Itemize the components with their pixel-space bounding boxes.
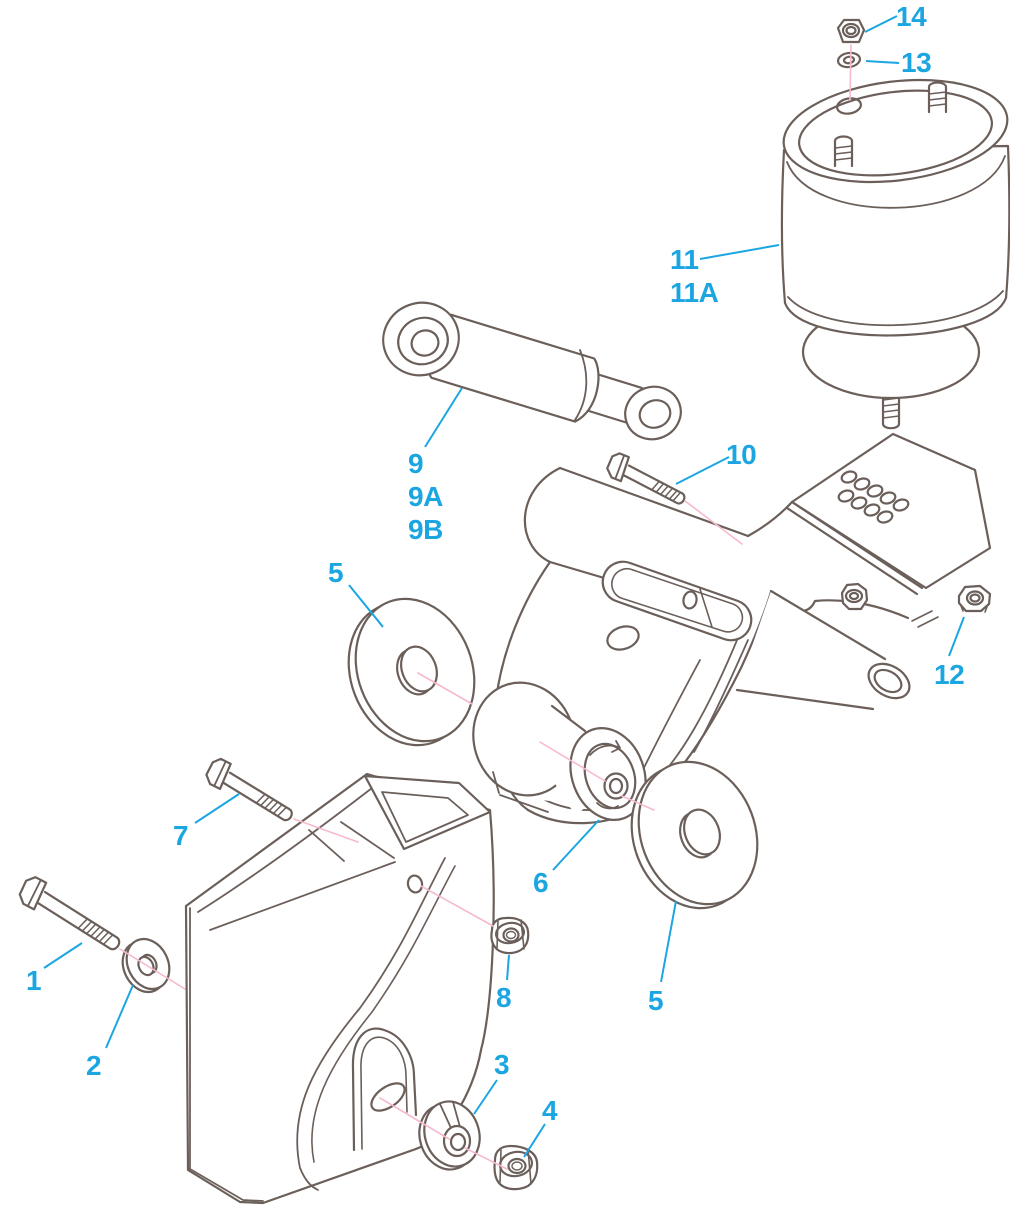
callout-6-line: 6: [533, 867, 549, 898]
callout-3-line: 3: [494, 1049, 510, 1080]
flat-washer-2: [115, 932, 178, 999]
leader-line-5-upper: [348, 584, 384, 628]
callout-14-line: 14: [896, 1, 927, 32]
air-spring-port-hole: [836, 97, 862, 116]
callout-12-line: 12: [934, 659, 965, 690]
trailing-arm-beam: [459, 434, 990, 830]
beam-pocket: [603, 562, 751, 640]
callout-1-line: 1: [26, 965, 42, 996]
callout-12: 12: [934, 658, 965, 691]
callout-5-upper: 5: [328, 556, 344, 589]
callout-13-line: 13: [901, 47, 932, 78]
callout-1: 1: [26, 964, 42, 997]
callout-8-line: 8: [496, 982, 512, 1013]
large-washer-lower: [612, 744, 778, 925]
callout-9-line: 9A: [408, 481, 443, 512]
callout-5-upper-line: 5: [328, 557, 344, 588]
leader-line-12: [948, 616, 965, 657]
leader-line-6: [552, 819, 600, 871]
leader-line-1: [43, 942, 83, 969]
callout-10: 10: [726, 438, 757, 471]
bracket-hole: [406, 874, 423, 894]
leader-line-9: [424, 387, 463, 448]
leader-line-7: [194, 793, 240, 824]
bracket-arch: [353, 1029, 416, 1150]
air-spring-stud-left: [835, 137, 852, 167]
callout-8: 8: [496, 981, 512, 1014]
leader-line-14: [864, 15, 898, 33]
large-washer-upper: [329, 581, 495, 762]
hex-nut-12: [959, 586, 990, 612]
callout-2-line: 2: [86, 1050, 102, 1081]
hex-bolt-1: [15, 873, 126, 958]
callout-14: 14: [896, 0, 927, 33]
callout-9-line: 9B: [408, 514, 443, 545]
leader-line-10: [675, 456, 730, 485]
callout-13: 13: [901, 46, 932, 79]
callout-7-line: 7: [173, 820, 189, 851]
axle-tube: [737, 591, 916, 709]
callout-9-line: 9: [408, 448, 424, 479]
leader-line-13: [865, 60, 900, 64]
callout-10-line: 10: [726, 439, 757, 470]
air-spring-stud-right: [929, 83, 946, 113]
leader-line-4: [523, 1123, 546, 1158]
callout-4-line: 4: [542, 1095, 558, 1126]
callout-5-lower: 5: [648, 984, 664, 1017]
hex-bolt-10: [604, 450, 690, 512]
leader-line-11: [699, 244, 780, 260]
callout-5-lower-line: 5: [648, 985, 664, 1016]
callout-4: 4: [542, 1094, 558, 1127]
shock-absorber: [373, 292, 688, 447]
leader-line-3: [473, 1079, 498, 1115]
lock-nut-4: [494, 1146, 537, 1189]
centerlines: [120, 45, 851, 1169]
hanger-bracket: [186, 774, 494, 1203]
callout-7: 7: [173, 819, 189, 852]
washer-small: [837, 52, 861, 69]
callout-2: 2: [86, 1049, 102, 1082]
air-spring-body: [782, 146, 1009, 335]
leader-line-8: [506, 954, 510, 981]
leader-line-5-lower: [660, 900, 677, 983]
callout-3: 3: [494, 1048, 510, 1081]
bracket-socket: [365, 776, 490, 849]
callout-11-line: 11A: [670, 277, 719, 308]
leader-line-2: [105, 984, 134, 1049]
air-spring-plate: [787, 434, 990, 594]
callout-6: 6: [533, 866, 549, 899]
beam-oval-hole: [604, 623, 641, 654]
pivot-bushing: [540, 706, 658, 830]
beam-nut: [842, 584, 867, 609]
air-spring: [778, 68, 1010, 428]
hex-nut-small: [838, 20, 864, 42]
lock-nut-8: [491, 918, 528, 953]
callout-11-line: 11: [670, 244, 699, 275]
hex-bolt-7: [202, 755, 298, 829]
